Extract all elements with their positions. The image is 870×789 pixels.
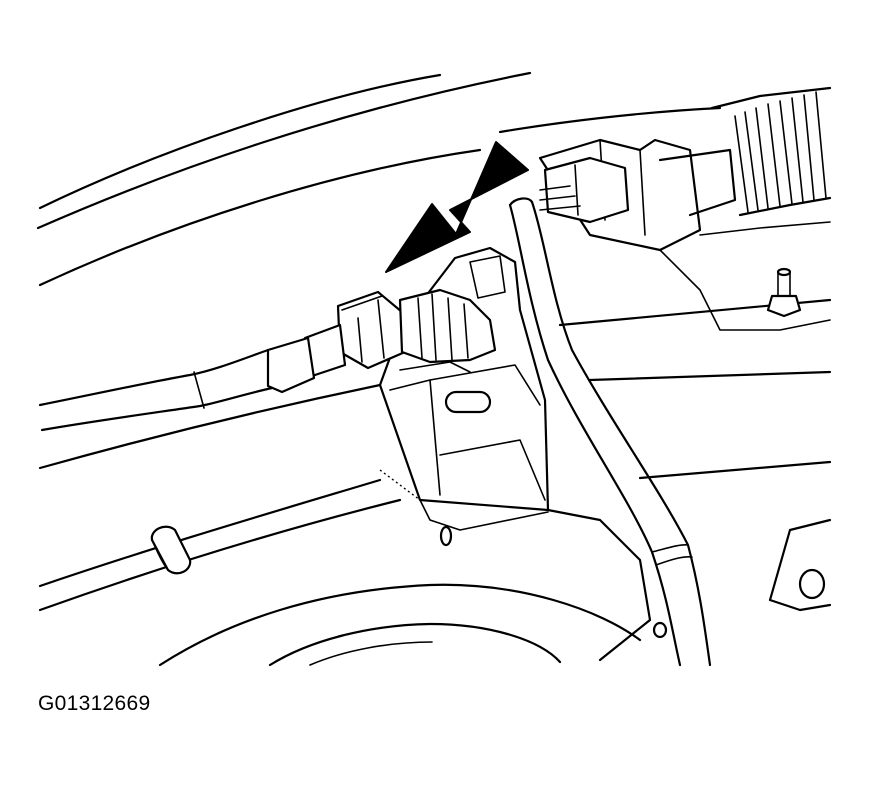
wiring-harness-hose (508, 197, 712, 667)
misc-holes (150, 525, 668, 639)
bolt-stud (766, 267, 802, 318)
inner-contour (419, 499, 549, 531)
figure-id-label: G01312669 (38, 692, 151, 715)
sensor-cable (38, 336, 316, 432)
mounting-bracket (378, 246, 550, 512)
wheel-arch (158, 583, 642, 667)
upper-connector-module (538, 138, 737, 252)
mounting-plate (768, 518, 832, 612)
air-duct-boot (710, 86, 832, 217)
hood-lines (36, 71, 722, 287)
electrical-connector (303, 288, 497, 378)
pointer-arrow (385, 141, 529, 273)
